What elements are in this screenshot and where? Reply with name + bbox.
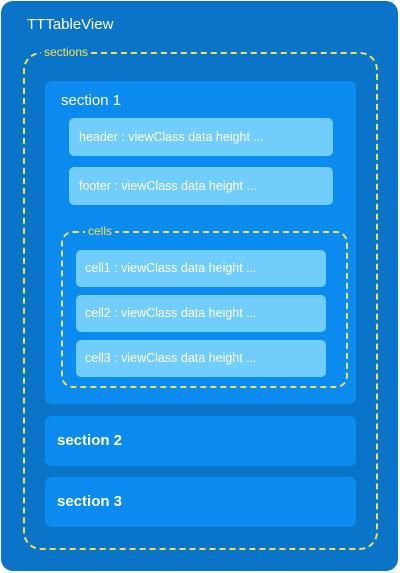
sections-label: sections	[41, 45, 92, 59]
section-header: header : viewClass data height ...	[69, 118, 333, 156]
section-2-title: section 2	[57, 432, 123, 449]
cells-label: cells	[85, 224, 116, 238]
section-1: section 1 header : viewClass data height…	[45, 81, 356, 404]
section-3-title: section 3	[57, 493, 123, 510]
section-3: section 3	[45, 477, 356, 527]
cell-2: cell2 : viewClass data height ...	[76, 295, 326, 332]
tableview-title: TTTableView	[27, 16, 114, 33]
cell-1: cell1 : viewClass data height ...	[76, 250, 326, 287]
cell-3: cell3 : viewClass data height ...	[76, 340, 326, 377]
cells-group-border	[61, 231, 348, 388]
sections-group-border	[23, 52, 378, 550]
section-2: section 2	[45, 416, 356, 466]
section-footer: footer : viewClass data height ...	[69, 167, 333, 205]
section-1-title: section 1	[61, 92, 122, 109]
